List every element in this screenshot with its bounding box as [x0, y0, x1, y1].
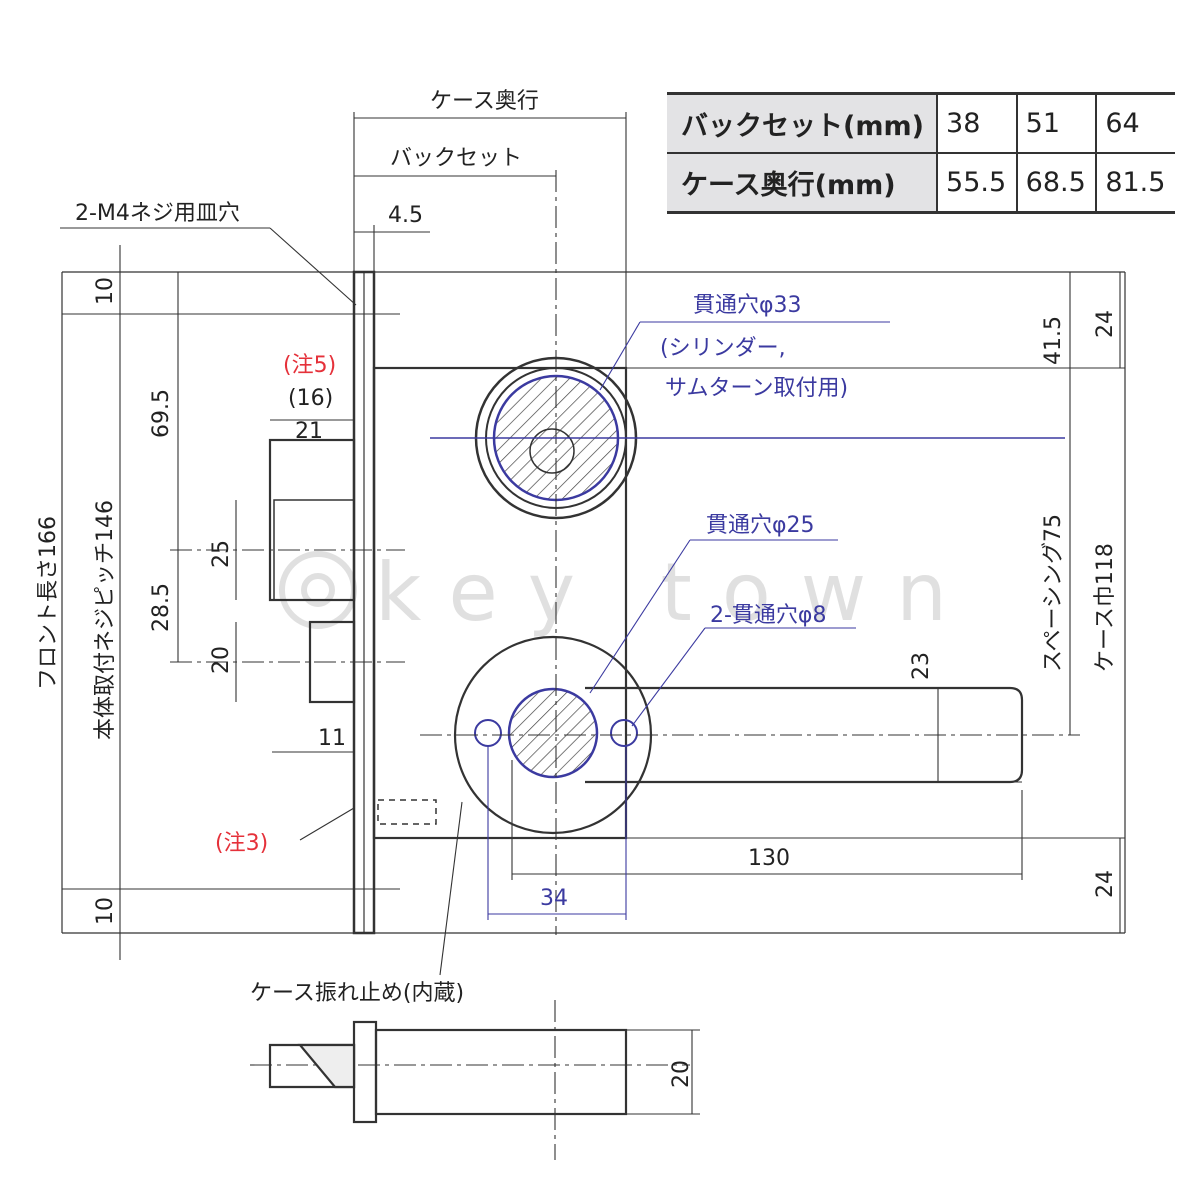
- label-dim-69-5: 69.5: [149, 389, 174, 438]
- label-dim-10-top: 10: [93, 277, 118, 305]
- watermark: key town: [279, 546, 977, 639]
- side-view: [268, 1020, 700, 1124]
- label-dim-4-5: 4.5: [388, 203, 423, 228]
- label-dim-41-5: 41.5: [1041, 316, 1066, 365]
- label-cylinder-1: (シリンダー,: [660, 336, 786, 361]
- label-cylinder-2: サムターン取付用): [665, 376, 848, 401]
- label-through-hole-33: 貫通穴φ33: [693, 293, 802, 318]
- lever-handle: [585, 686, 1024, 784]
- case-body: [372, 366, 628, 840]
- label-note5: (注5): [283, 353, 336, 378]
- label-case-depth: ケース奥行: [430, 89, 539, 114]
- table-cell: 51: [1016, 92, 1098, 153]
- label-dim-24-top: 24: [1093, 310, 1118, 338]
- label-dim-23: 23: [909, 652, 934, 680]
- row-header: バックセット(mm): [667, 92, 939, 153]
- label-mount-pitch: 本体取付ネジピッチ146: [93, 500, 118, 740]
- label-backset: バックセット: [390, 146, 522, 171]
- table-row: バックセット(mm) 38 51 64: [667, 92, 1175, 153]
- case-stopper-dashed: [377, 799, 437, 825]
- label-dim-28-5: 28.5: [149, 583, 174, 632]
- through-hole-8-left: [474, 719, 502, 747]
- keyway-icon: [529, 428, 575, 474]
- row-header: ケース奥行(mm): [667, 152, 939, 214]
- label-dim-130: 130: [748, 846, 790, 871]
- label-dim-20-side: 20: [669, 1060, 694, 1088]
- label-through-hole-8: 2-貫通穴φ8: [710, 603, 826, 628]
- table-cell: 81.5: [1096, 152, 1175, 214]
- label-note3: (注3): [215, 831, 268, 856]
- label-dim-34: 34: [540, 886, 568, 911]
- label-spacing: スペーシング75: [1041, 514, 1066, 672]
- table-cell: 68.5: [1016, 152, 1098, 214]
- through-hole-8-right: [610, 719, 638, 747]
- label-dim-21: 21: [295, 419, 323, 444]
- label-dim-10-bottom: 10: [93, 897, 118, 925]
- table-cell: 55.5: [937, 152, 1018, 214]
- label-screw-hole: 2-M4ネジ用皿穴: [75, 201, 240, 226]
- spec-table: バックセット(mm) 38 51 64 ケース奥行(mm) 55.5 68.5 …: [667, 92, 1175, 214]
- label-through-hole-25: 貫通穴φ25: [706, 513, 815, 538]
- svg-text:key town: key town: [375, 546, 977, 639]
- label-dim-11: 11: [318, 726, 346, 751]
- label-front-length: フロント長さ166: [36, 516, 61, 690]
- through-hole-25: [507, 687, 599, 779]
- table-row: ケース奥行(mm) 55.5 68.5 81.5: [667, 152, 1175, 214]
- label-case-width: ケース巾118: [1093, 543, 1118, 672]
- table-cell: 64: [1096, 92, 1175, 153]
- label-dim-20: 20: [209, 646, 234, 674]
- label-case-stopper: ケース振れ止め(内蔵): [250, 981, 464, 1006]
- label-dim-16: (16): [288, 386, 333, 411]
- label-dim-25: 25: [209, 540, 234, 568]
- table-cell: 38: [937, 92, 1018, 153]
- label-dim-24-bottom: 24: [1093, 870, 1118, 898]
